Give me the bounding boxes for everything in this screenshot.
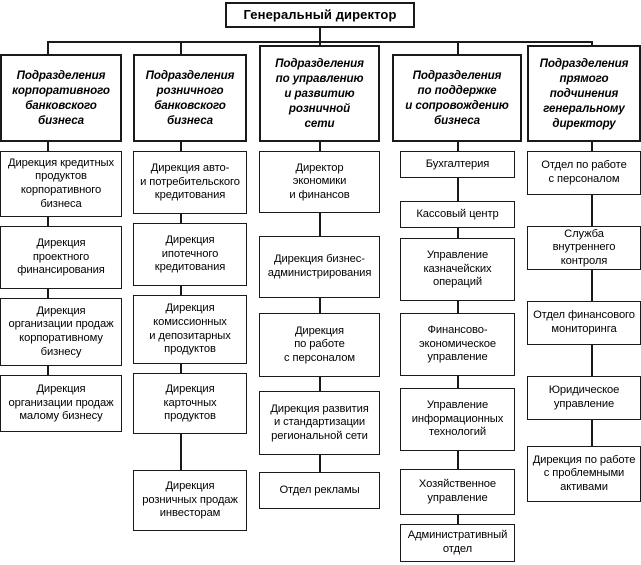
connector-c4-1 (457, 228, 459, 238)
connector-c5-0 (591, 195, 593, 226)
node-c2-3[interactable]: Дирекция карточных продуктов (133, 373, 247, 434)
connector-c5-h (591, 142, 593, 151)
node-c5-1[interactable]: Служба внутреннего контроля (527, 226, 641, 270)
connector-c3-1 (319, 298, 321, 307)
connector-c3-h (319, 142, 321, 151)
node-c5-0[interactable]: Отдел по работе с персоналом (527, 151, 641, 195)
connector-c4-2 (457, 301, 459, 313)
connector-c1-0 (47, 217, 49, 226)
root-node-general-director[interactable]: Генеральный директор (225, 2, 415, 28)
node-c4-4[interactable]: Управление информационных технологий (400, 388, 515, 451)
node-c1-2[interactable]: Дирекция организации продаж корпоративно… (0, 298, 122, 366)
root-stem (319, 28, 321, 42)
node-c2-1[interactable]: Дирекция ипотечного кредитования (133, 223, 247, 286)
node-c3-0[interactable]: Директор экономики и финансов (259, 151, 380, 213)
connector-c4-3 (457, 376, 459, 388)
connector-c4-h (457, 142, 459, 151)
connector-c4-4b (457, 460, 459, 469)
connector-c2-h (180, 142, 182, 151)
node-c4-5[interactable]: Хозяйственное управление (400, 469, 515, 515)
connector-c2-3b (180, 443, 182, 470)
node-c1-0[interactable]: Дирекция кредитных продуктов корпоративн… (0, 151, 122, 217)
node-c5-3[interactable]: Юридическое управление (527, 376, 641, 420)
connector-c3-1b (319, 307, 321, 313)
connector-c1-1 (47, 289, 49, 298)
connector-c1-h (47, 142, 49, 151)
node-c4-3[interactable]: Финансово- экономическое управление (400, 313, 515, 376)
connector-c2-1 (180, 286, 182, 295)
connector-c4-0 (457, 178, 459, 201)
connector-c2-2 (180, 364, 182, 373)
connector-c2-0 (180, 214, 182, 223)
drop-col-2 (180, 41, 182, 54)
node-c3-3[interactable]: Дирекция развития и стандартизации регио… (259, 391, 380, 455)
connector-c5-3 (591, 420, 593, 446)
node-c3-1[interactable]: Дирекция бизнес- администрирования (259, 236, 380, 298)
connector-c5-2 (591, 345, 593, 376)
drop-col-4 (457, 41, 459, 54)
node-c4-1[interactable]: Кассовый центр (400, 201, 515, 228)
node-c1-3[interactable]: Дирекция организации продаж малому бизне… (0, 375, 122, 432)
connector-c3-0b (319, 222, 321, 236)
drop-col-1 (47, 41, 49, 54)
node-c1-1[interactable]: Дирекция проектного финансирования (0, 226, 122, 289)
column-header-retail-banking[interactable]: Подразделения розничного банковского биз… (133, 54, 247, 142)
node-c2-0[interactable]: Дирекция авто- и потребительского кредит… (133, 151, 247, 214)
column-header-direct-reports[interactable]: Подразделения прямого подчинения генерал… (527, 45, 641, 142)
column-header-corporate-banking[interactable]: Подразделения корпоративного банковского… (0, 54, 122, 142)
node-c2-4[interactable]: Дирекция розничных продаж инвесторам (133, 470, 247, 531)
connector-c4-5 (457, 515, 459, 524)
connector-c3-2 (319, 377, 321, 391)
node-c4-6[interactable]: Административный отдел (400, 524, 515, 562)
connector-c4-4 (457, 451, 459, 460)
node-c3-2[interactable]: Дирекция по работе с персоналом (259, 313, 380, 377)
connector-c1-2 (47, 366, 49, 375)
column-header-retail-network[interactable]: Подразделения по управлению и развитию р… (259, 45, 380, 142)
node-c2-2[interactable]: Дирекция комиссионных и депозитарных про… (133, 295, 247, 364)
connector-c5-1 (591, 270, 593, 301)
node-c3-4[interactable]: Отдел рекламы (259, 472, 380, 509)
node-c5-4[interactable]: Дирекция по работе с проблемными активам… (527, 446, 641, 502)
connector-c3-0 (319, 213, 321, 222)
column-header-business-support[interactable]: Подразделения по поддержке и сопровожден… (392, 54, 522, 142)
connector-c2-3 (180, 434, 182, 443)
connector-c3-3 (319, 455, 321, 472)
node-c4-0[interactable]: Бухгалтерия (400, 151, 515, 178)
node-c4-2[interactable]: Управление казначейских операций (400, 238, 515, 301)
node-c5-2[interactable]: Отдел финансового мониторинга (527, 301, 641, 345)
